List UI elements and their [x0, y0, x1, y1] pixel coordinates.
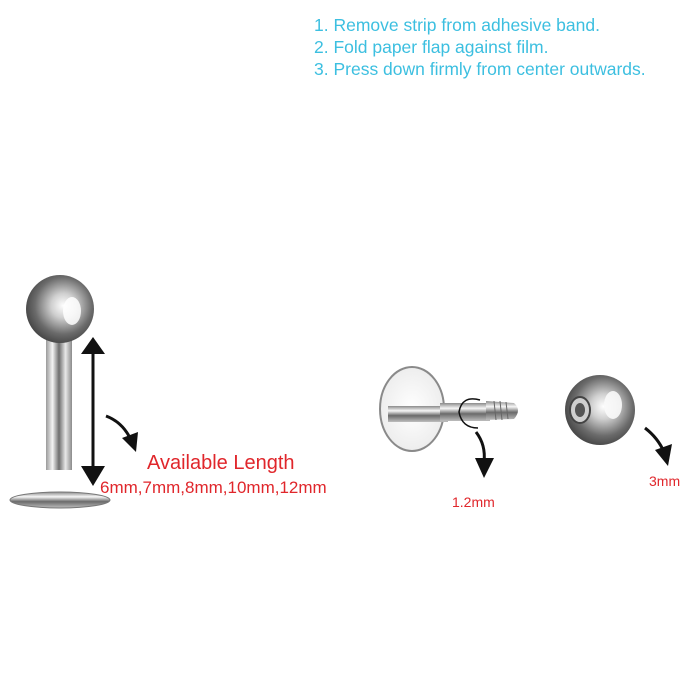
- ball-arrow-icon: [644, 426, 672, 466]
- instruction-step-3: 3. Press down firmly from center outward…: [314, 59, 646, 79]
- available-length-sizes: 6mm,7mm,8mm,10mm,12mm: [100, 478, 327, 497]
- labret-stud-assembled-icon: [9, 275, 111, 509]
- gauge-arrow-icon: [474, 431, 494, 478]
- ball-size-label: 3mm: [649, 473, 681, 489]
- instruction-step-2: 2. Fold paper flap against film.: [314, 37, 549, 57]
- ball-end-icon: [565, 375, 635, 445]
- double-arrow-icon: [81, 337, 105, 486]
- instruction-step-1: 1. Remove strip from adhesive band.: [314, 15, 600, 35]
- available-length-title: Available Length: [147, 452, 295, 474]
- labret-stud-disassembled-icon: [379, 366, 518, 452]
- gauge-label: 1.2mm: [452, 494, 495, 510]
- instructions: 1. Remove strip from adhesive band. 2. F…: [314, 14, 646, 80]
- curved-arrow-icon: [105, 414, 138, 452]
